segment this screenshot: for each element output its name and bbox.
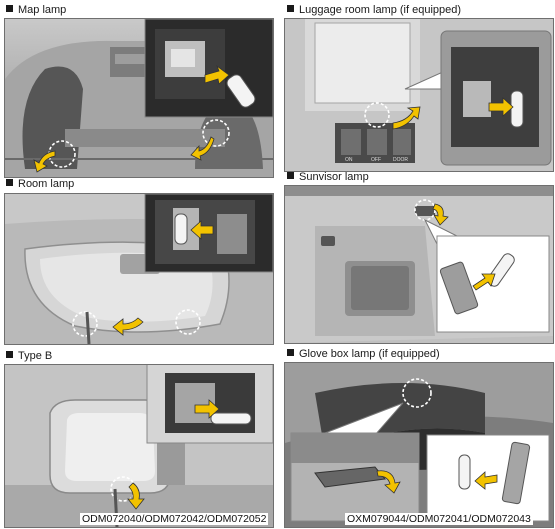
sunvisor-lamp-title-text: Sunvisor lamp [299, 171, 369, 183]
glove-box-lamp-title: Glove box lamp (if equipped) [287, 348, 440, 361]
map-lamp-right-highlight-circle [202, 119, 230, 147]
room-lamp-a-bulb-inset [144, 194, 273, 273]
curved-arrow-icon [127, 482, 145, 510]
switch-on-label: ON [345, 157, 353, 163]
straight-arrow-icon [488, 97, 514, 117]
bullet-square-icon [287, 349, 294, 356]
bullet-square-icon [6, 179, 13, 186]
sunvisor-lamp-photo [284, 185, 554, 344]
straight-arrow-icon [190, 220, 214, 240]
map-lamp-photo [4, 18, 274, 178]
glove-box-highlight-circle [402, 378, 432, 408]
room-lamp-type-a-photo [4, 193, 274, 345]
sunvisor-lamp-title: Sunvisor lamp [287, 171, 369, 184]
glove-box-lamp-switch-inset [290, 432, 420, 522]
bullet-square-icon [6, 351, 13, 358]
glove-box-lamp-photo [284, 362, 554, 528]
map-lamp-title-text: Map lamp [18, 4, 67, 16]
switch-off-label: OFF [371, 157, 381, 163]
luggage-lamp-title: Luggage room lamp (if equipped) [287, 4, 461, 17]
straight-arrow-icon [194, 399, 220, 419]
sunvisor-lamp-bulb-inset [436, 235, 550, 333]
type-b-label: Type B [18, 350, 53, 362]
luggage-lamp-highlight-circle [364, 102, 390, 128]
room-lamp-a-right-highlight-circle [175, 309, 201, 335]
left-image-code: ODM072040/ODM072042/ODM072052 [80, 513, 269, 525]
straight-arrow-icon [472, 273, 496, 291]
curved-arrow-icon [190, 136, 215, 161]
bullet-square-icon [287, 172, 294, 179]
switch-door-label: DOOR [393, 157, 408, 163]
curved-arrow-icon [112, 317, 144, 336]
bullet-square-icon [6, 5, 13, 12]
room-lamp-b-bulb-inset [146, 365, 273, 444]
room-lamp-a-left-highlight-circle [72, 311, 98, 337]
curved-arrow-icon [432, 203, 449, 226]
luggage-lamp-bulb-inset [440, 30, 552, 166]
curved-arrow-icon [392, 106, 421, 130]
room-lamp-title: Room lamp [6, 178, 74, 191]
luggage-lamp-photo: ON OFF DOOR [284, 18, 554, 172]
room-lamp-type-b-photo [4, 364, 274, 528]
glove-box-lamp-bulb-inset [426, 434, 550, 522]
curved-arrow-icon [33, 150, 56, 173]
straight-arrow-icon [474, 471, 498, 490]
map-lamp-bulb-inset [144, 19, 273, 118]
luggage-lamp-title-text: Luggage room lamp (if equipped) [299, 4, 462, 16]
map-lamp-title: Map lamp [6, 4, 66, 17]
room-lamp-title-text: Room lamp [18, 178, 75, 190]
straight-arrow-icon [204, 64, 230, 85]
glove-box-lamp-title-text: Glove box lamp (if equipped) [299, 348, 440, 360]
bullet-square-icon [287, 5, 294, 12]
right-image-code: OXM079044/ODM072041/ODM072043 [345, 513, 533, 525]
room-lamp-type-b-title: Type B [6, 350, 52, 363]
curved-arrow-icon [376, 470, 401, 494]
